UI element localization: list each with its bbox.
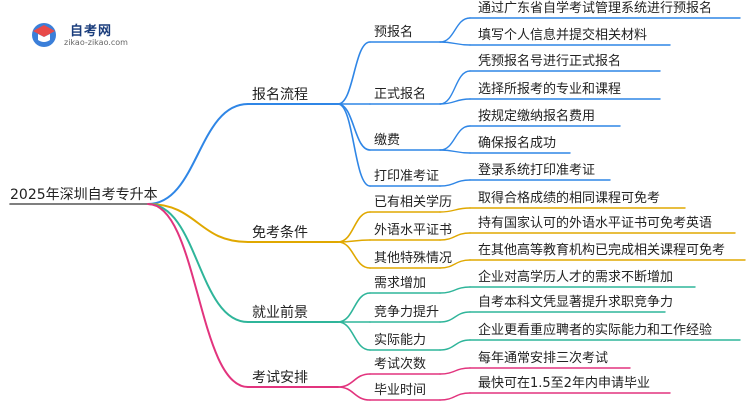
leaf-node: 自考本科文凭显著提升求职竞争力 [478,295,674,310]
leaf-node: 凭预报名号进行正式报名 [478,54,622,69]
leaf-node: 通过广东省自学考试管理系统进行预报名 [478,1,713,16]
leaf-branch-0-2-0 [439,125,471,151]
category-node: 就业前景 [252,305,308,321]
item-node: 其他特殊情况 [374,251,453,266]
item-branch-0-0 [337,41,371,105]
item-node: 缴费 [374,133,401,148]
leaf-node: 确保报名成功 [478,136,557,151]
item-node: 需求增加 [374,276,427,291]
leaf-node: 每年通常安排三次考试 [478,351,609,366]
leaf-node: 企业对高学历人才的需求不断增加 [478,270,674,285]
logo-url: zikao-zikao.com [64,38,128,47]
leaf-branch-0-3-0 [439,179,471,187]
leaf-branch-0-2-1 [439,149,471,154]
leaf-branch-1-2-0 [439,259,471,269]
leaf-node: 登录系统打印准考证 [478,163,596,178]
item-node: 实际能力 [374,333,427,348]
leaf-node: 选择所报考的专业和课程 [478,82,622,97]
category-node: 报名流程 [252,87,308,103]
branch-1 [147,203,249,243]
item-node: 已有相关学历 [374,195,453,210]
leaf-branch-2-0-0 [439,286,471,294]
leaf-node: 最快可在1.5至2年内申请毕业 [478,376,650,391]
item-node: 考试次数 [374,357,427,372]
item-node: 正式报名 [374,87,427,102]
item-node: 竞争力提升 [374,305,440,320]
site-logo[interactable]: 自考网 zikao-zikao.com [30,18,140,52]
item-branch-0-3 [337,103,371,187]
item-branch-3-0 [337,373,371,388]
leaf-branch-0-1-1 [439,98,471,105]
graduation-cap-icon [32,23,56,47]
item-branch-2-2 [337,321,371,351]
item-branch-1-0 [337,211,371,243]
leaf-node: 持有国家认可的外语水平证书可免考英语 [478,216,713,231]
item-node: 打印准考证 [374,169,440,184]
item-node: 外语水平证书 [374,223,453,238]
branch-0 [147,103,249,205]
leaf-branch-3-1-0 [439,392,471,401]
branch-2 [147,203,249,323]
leaf-branch-1-0-0 [439,207,471,213]
leaf-branch-0-1-0 [439,70,471,105]
item-branch-2-0 [337,292,371,323]
leaf-node: 在其他高等教育机构已完成相关课程可免考 [478,243,726,258]
leaf-node: 取得合格成绩的相同课程可免考 [478,191,661,206]
logo-name: 自考网 [70,24,113,39]
item-node: 预报名 [374,25,414,40]
category-node: 考试安排 [252,370,308,386]
branch-3 [147,203,249,388]
leaf-branch-3-0-0 [439,367,471,375]
root-node: 2025年深圳自考专升本 [10,187,158,203]
leaf-node: 企业更看重应聘者的实际能力和工作经验 [478,323,713,338]
leaf-branch-0-0-0 [439,17,471,43]
item-node: 毕业时间 [374,383,427,398]
leaf-branch-2-2-0 [439,339,471,351]
leaf-branch-1-1-0 [439,232,471,241]
leaf-node: 按规定缴纳报名费用 [478,109,596,124]
leaf-node: 填写个人信息并提交相关材料 [478,28,648,43]
leaf-branch-0-0-1 [439,41,471,46]
item-branch-1-2 [337,241,371,269]
leaf-branch-2-1-0 [439,311,471,323]
item-branch-3-1 [337,386,371,401]
category-node: 免考条件 [252,225,308,241]
